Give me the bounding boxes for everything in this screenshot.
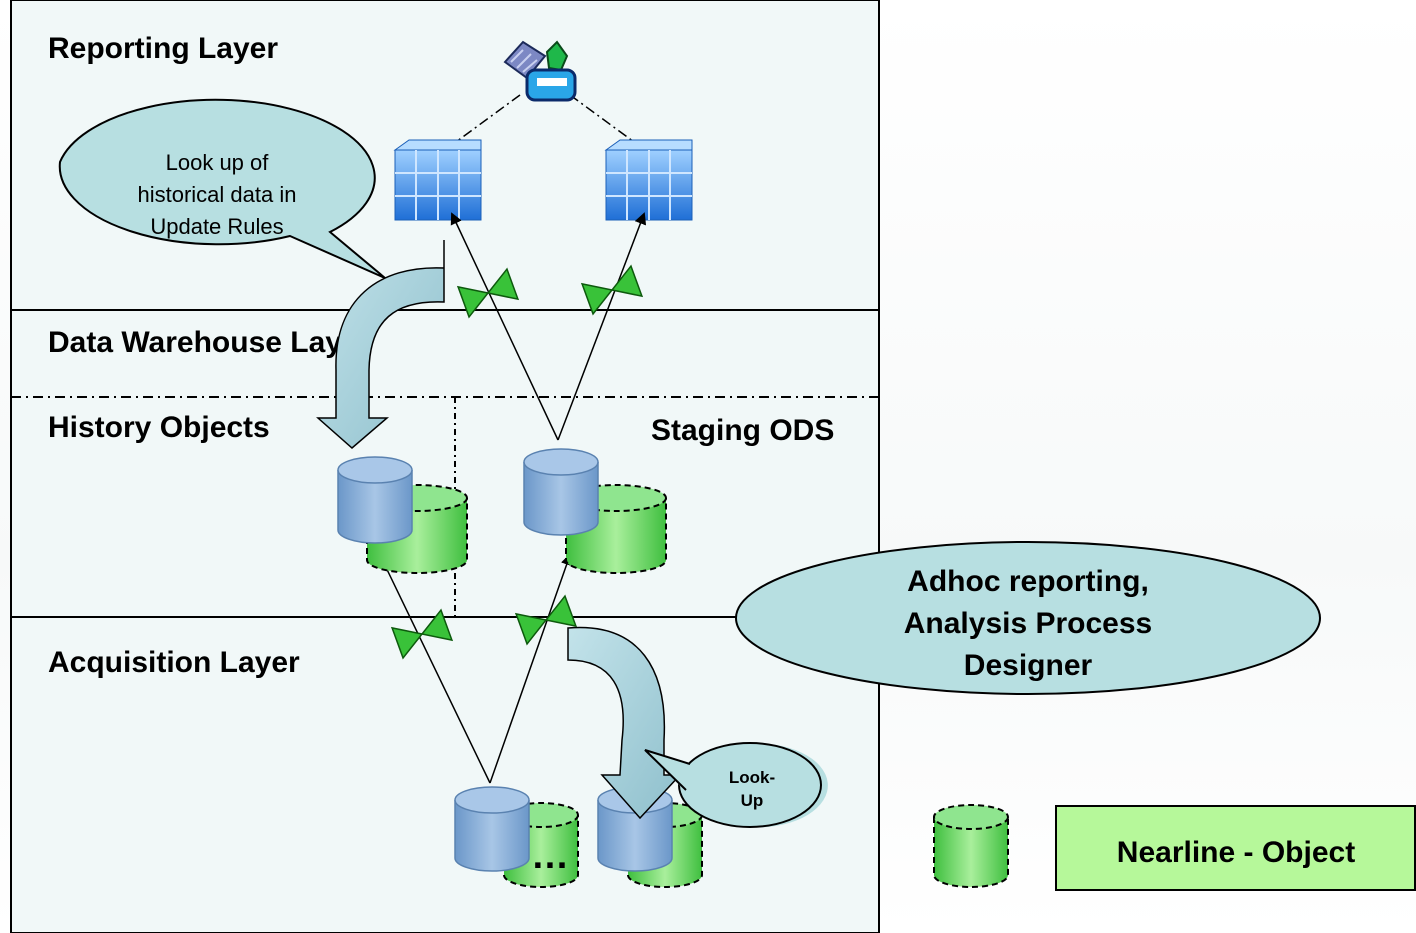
lookup-line-1: Look- [729,768,775,787]
staging-ods-title: Staging ODS [651,414,834,447]
acquisition-database-icon[interactable] [454,786,530,872]
historical-lookup-callout: Look up of historical data in Update Rul… [58,98,386,279]
callout-line-2: historical data in [138,182,297,207]
report-tool-icon[interactable] [503,40,577,102]
transformation-bowtie-icon[interactable] [390,608,454,660]
callout-line-3: Update Rules [150,214,283,239]
transformation-bowtie-icon[interactable] [514,594,578,646]
adhoc-reporting-callout: Adhoc reporting, Analysis Process Design… [735,541,1321,695]
legend: Nearline - Object [933,804,1416,891]
reporting-layer-title: Reporting Layer [48,32,278,65]
historical-lookup-arrow [316,240,445,449]
adhoc-line-3: Designer [964,649,1093,682]
transformation-bowtie-icon[interactable] [456,267,520,319]
callout-line-1: Look up of [166,150,270,175]
nearline-database-icon [933,804,1009,888]
infocube-icon[interactable] [604,139,693,221]
more-sources-ellipsis: … [531,835,569,877]
data-flow-arrows [378,212,647,784]
adhoc-line-1: Adhoc reporting, [907,565,1149,598]
infocube-icon[interactable] [393,139,482,221]
history-database-icon[interactable] [337,456,413,544]
report-link-right [569,94,646,151]
lookup-line-2: Up [741,791,764,810]
nearline-legend-label: Nearline - Object [1117,836,1355,869]
acquisition-layer-title: Acquisition Layer [48,646,300,679]
lookup-callout: Look- Up [644,742,828,828]
staging-database-icon[interactable] [523,448,599,536]
report-link-left [444,94,521,151]
transformation-bowtie-icon[interactable] [580,264,644,316]
history-objects-title: History Objects [48,411,270,444]
adhoc-line-2: Analysis Process [904,607,1152,640]
data-warehouse-layer-title: Data Warehouse Layer [48,326,371,359]
nearline-legend-box [1055,805,1416,891]
